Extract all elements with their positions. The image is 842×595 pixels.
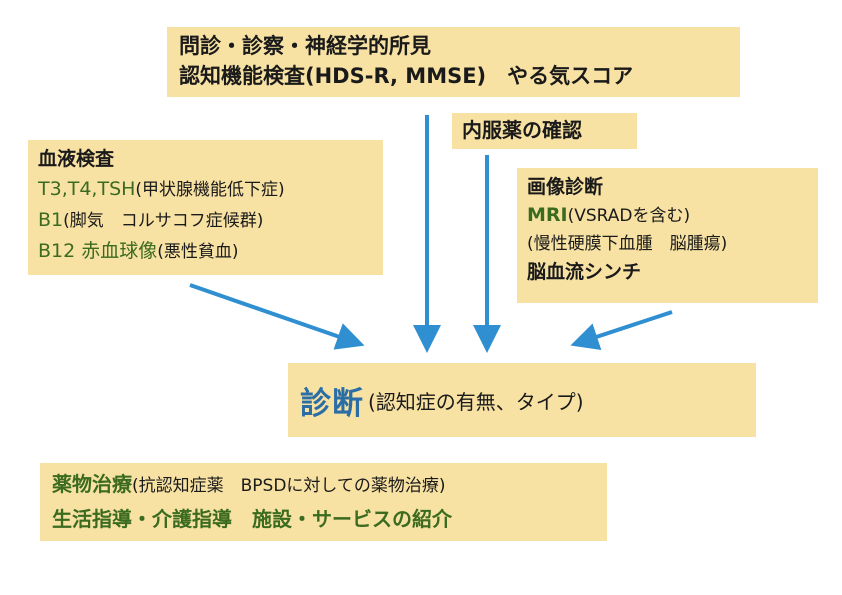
medication-check-box: 内服薬の確認 xyxy=(452,113,637,149)
treatment-line-1-sub: (抗認知症薬 BPSDに対しての薬物治療) xyxy=(132,476,446,496)
blood-test-title: 血液検査 xyxy=(38,148,115,170)
blood-test-line-1: T3,T4,TSH(甲状腺機能低下症) xyxy=(38,174,373,205)
treatment-line-2: 生活指導・介護指導 施設・サービスの紹介 xyxy=(52,507,452,531)
imaging-line-1-main: MRI xyxy=(527,204,568,226)
imaging-line-1: MRI(VSRADを含む) xyxy=(527,201,808,230)
imaging-line-3: 脳血流シンチ xyxy=(527,261,642,283)
diagnosis-box: 診断(認知症の有無、タイプ) xyxy=(288,363,756,437)
imaging-box: 画像診断 MRI(VSRADを含む) (慢性硬膜下血腫 脳腫瘍) 脳血流シンチ xyxy=(517,168,818,303)
blood-test-line-2: B1(脚気 コルサコフ症候群) xyxy=(38,205,373,236)
blood-test-line-2-main: B1 xyxy=(38,209,64,231)
imaging-line-2: (慢性硬膜下血腫 脳腫瘍) xyxy=(527,234,728,254)
treatment-box: 薬物治療(抗認知症薬 BPSDに対しての薬物治療) 生活指導・介護指導 施設・サ… xyxy=(40,463,607,541)
blood-test-line-1-main: T3,T4,TSH xyxy=(38,178,136,200)
blood-test-line-2-sub: (脚気 コルサコフ症候群) xyxy=(63,211,264,231)
treatment-line-1: 薬物治療(抗認知症薬 BPSDに対しての薬物治療) xyxy=(52,468,595,503)
exam-line-1: 問診・診察・神経学的所見 xyxy=(179,34,431,58)
arrow-imaging-to-diagnosis xyxy=(570,310,673,351)
diagnosis-title: 診断 xyxy=(300,385,364,422)
exam-line-2: 認知機能検査(HDS-R, MMSE) やる気スコア xyxy=(179,64,634,88)
blood-test-line-1-sub: (甲状腺機能低下症) xyxy=(135,180,285,200)
blood-test-line-3: B12 赤血球像(悪性貧血) xyxy=(38,236,373,267)
blood-test-box: 血液検査 T3,T4,TSH(甲状腺機能低下症) B1(脚気 コルサコフ症候群)… xyxy=(28,140,383,275)
imaging-title: 画像診断 xyxy=(527,176,604,198)
medication-check-title: 内服薬の確認 xyxy=(462,118,582,142)
treatment-line-1-main: 薬物治療 xyxy=(52,472,132,496)
diagnosis-subtitle: (認知症の有無、タイプ) xyxy=(368,389,584,414)
blood-test-line-3-sub: (悪性貧血) xyxy=(157,242,239,262)
blood-test-line-3-main: B12 赤血球像 xyxy=(38,240,158,262)
arrow-blood-to-diagnosis xyxy=(189,283,365,350)
exam-box: 問診・診察・神経学的所見 認知機能検査(HDS-R, MMSE) やる気スコア xyxy=(167,27,740,97)
imaging-line-1-sub: (VSRADを含む) xyxy=(567,206,691,226)
